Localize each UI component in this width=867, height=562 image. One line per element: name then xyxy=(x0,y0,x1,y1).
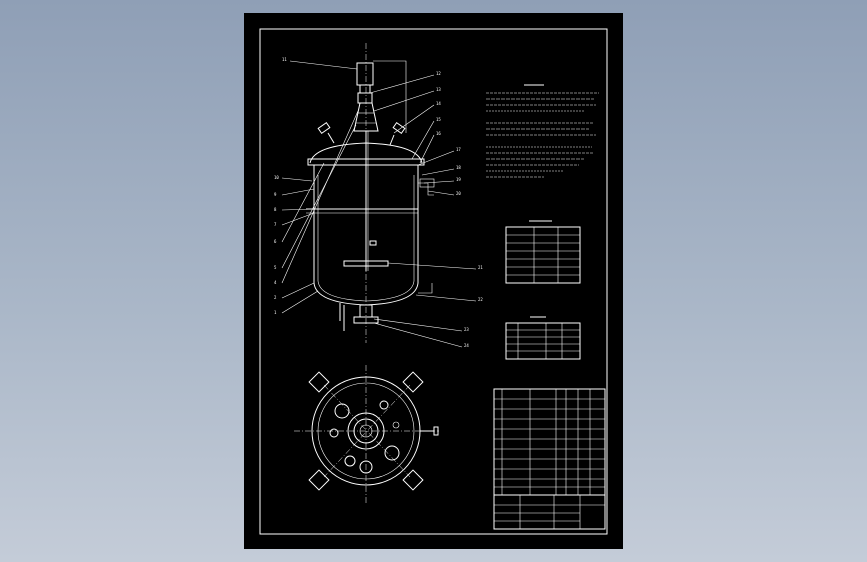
jacket xyxy=(317,175,415,302)
part-label: 2 xyxy=(274,295,277,300)
part-label: 15 xyxy=(436,117,441,122)
part-label: 10 xyxy=(274,175,279,180)
part-label: 9 xyxy=(274,192,277,197)
support-lug xyxy=(308,469,330,491)
drawing-sheet: 10 9 8 7 6 5 4 2 1 11 12 13 14 15 16 17 … xyxy=(244,13,623,549)
part-label: 19 xyxy=(456,177,461,182)
characteristics-table xyxy=(505,220,581,284)
part-label: 24 xyxy=(464,343,469,348)
support-lug xyxy=(402,469,424,491)
part-label: 5 xyxy=(274,265,277,270)
part-label: 4 xyxy=(274,280,277,285)
reducer xyxy=(357,92,373,104)
part-label: 7 xyxy=(274,222,277,227)
parts-list xyxy=(493,388,606,496)
part-label: 21 xyxy=(478,265,483,270)
technical-drawing: 10 9 8 7 6 5 4 2 1 11 12 13 14 15 16 17 … xyxy=(259,28,608,535)
technical-notes xyxy=(486,84,599,178)
top-view-nozzle xyxy=(384,445,400,461)
part-label: 1 xyxy=(274,310,277,315)
front-view xyxy=(281,43,477,348)
part-label: 17 xyxy=(456,147,461,152)
top-view-center-flange xyxy=(347,412,385,450)
nozzle-table xyxy=(505,316,581,360)
top-view xyxy=(294,365,439,503)
part-number-labels: 10 9 8 7 6 5 4 2 1 11 12 13 14 15 16 17 … xyxy=(274,57,483,348)
part-label: 12 xyxy=(436,71,441,76)
part-label: 23 xyxy=(464,327,469,332)
nozzle-left xyxy=(317,121,331,135)
part-label: 8 xyxy=(274,207,277,212)
part-label: 20 xyxy=(456,191,461,196)
nozzle-right xyxy=(392,121,406,135)
part-label: 11 xyxy=(282,57,287,62)
part-label: 14 xyxy=(436,101,441,106)
part-label: 6 xyxy=(274,239,277,244)
motor xyxy=(356,62,374,86)
top-view-nozzle xyxy=(334,403,350,419)
support-lug xyxy=(402,371,424,393)
support-lug xyxy=(308,371,330,393)
drawing-border xyxy=(259,28,608,535)
part-label: 13 xyxy=(436,87,441,92)
impeller xyxy=(343,260,389,267)
part-label: 22 xyxy=(478,297,483,302)
part-label: 16 xyxy=(436,131,441,136)
title-block xyxy=(493,494,606,530)
part-label: 18 xyxy=(456,165,461,170)
